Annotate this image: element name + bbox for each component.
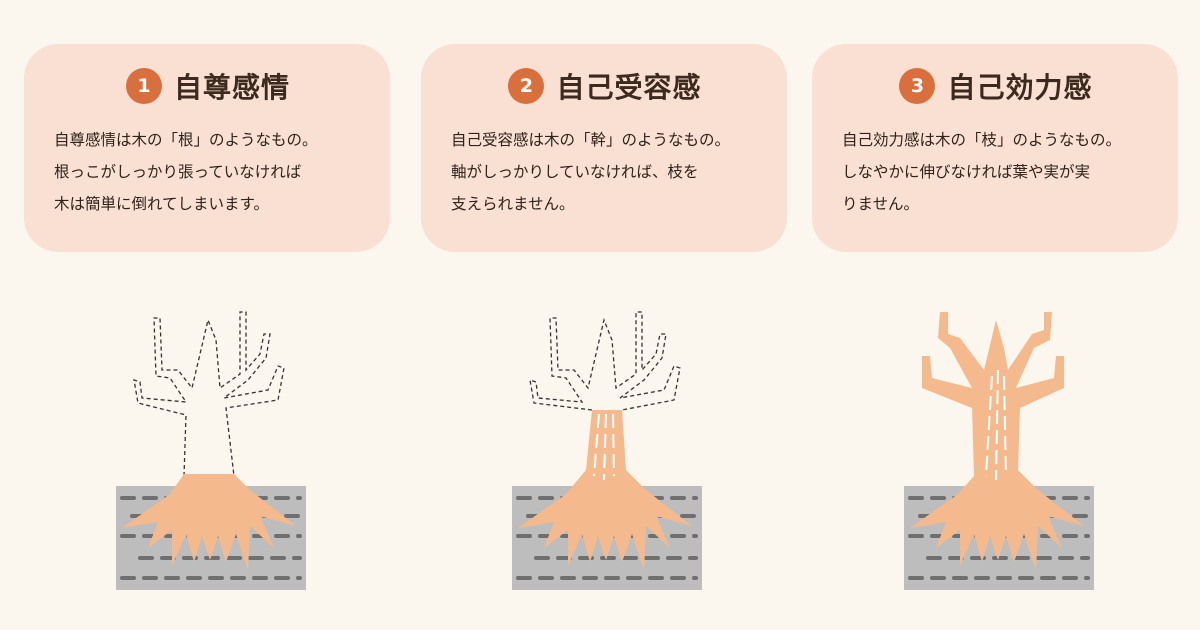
card-self-esteem: 1 自尊感情 自尊感情は木の「根」のようなもの。 根っこがしっかり張っていなけれ… xyxy=(24,44,390,252)
card-header: 2 自己受容感 xyxy=(451,66,759,106)
card-title: 自己受容感 xyxy=(556,71,702,104)
description-line: 木は簡単に倒れてしまいます。 xyxy=(54,195,269,213)
card-self-acceptance: 2 自己受容感 自己受容感は木の「幹」のようなもの。 軸がしっかりしていなければ… xyxy=(421,44,787,252)
card-title: 自己効力感 xyxy=(947,71,1093,104)
tree-trunk-illustration xyxy=(512,311,702,590)
card-header: 1 自尊感情 xyxy=(54,66,362,106)
description-line: 軸がしっかりしていなければ、枝を xyxy=(451,163,699,181)
card-description: 自己受容感は木の「幹」のようなもの。 軸がしっかりしていなければ、枝を 支えられ… xyxy=(451,124,759,220)
description-line: 自尊感情は木の「根」のようなもの。 xyxy=(54,131,318,149)
description-line: 自己効力感は木の「枝」のようなもの。 xyxy=(842,131,1122,149)
description-line: 根っこがしっかり張っていなければ xyxy=(54,163,302,181)
description-line: りません。 xyxy=(842,195,920,213)
roots-shape xyxy=(122,474,296,570)
description-line: しなやかに伸びなければ葉や実が実 xyxy=(842,163,1091,181)
tree-roots-illustration xyxy=(116,311,306,590)
number-badge: 1 xyxy=(125,68,162,104)
card-self-efficacy: 3 自己効力感 自己効力感は木の「枝」のようなもの。 しなやかに伸びなければ葉や… xyxy=(812,44,1178,252)
card-description: 自尊感情は木の「根」のようなもの。 根っこがしっかり張っていなければ 木は簡単に… xyxy=(54,124,362,220)
number-badge: 3 xyxy=(899,68,936,104)
trunk-and-roots-shape xyxy=(518,410,692,570)
branches-outline-dashed xyxy=(529,311,681,411)
description-line: 支えられません。 xyxy=(451,195,575,213)
trunk-texture xyxy=(593,413,615,481)
card-title: 自尊感情 xyxy=(173,71,290,104)
tree-outline-dashed xyxy=(133,311,285,477)
card-header: 3 自己効力感 xyxy=(842,66,1150,106)
description-line: 自己受容感は木の「幹」のようなもの。 xyxy=(451,131,731,149)
card-description: 自己効力感は木の「枝」のようなもの。 しなやかに伸びなければ葉や実が実 りません… xyxy=(842,124,1150,220)
number-badge: 2 xyxy=(508,68,545,104)
tree-branches-illustration xyxy=(904,312,1094,590)
trunk-texture xyxy=(985,369,1007,481)
